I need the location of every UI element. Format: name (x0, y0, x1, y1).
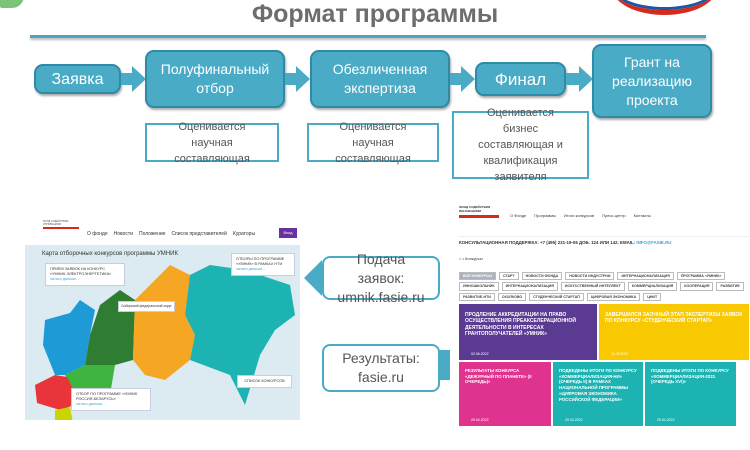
tag-filter-item[interactable]: РАЗВИТИЕ (716, 282, 744, 291)
tag-filter-item[interactable]: КООПЕРАЦИЯ (680, 282, 714, 291)
news-title: ПОДВЕДЕНЫ ИТОГИ ПО КОНКУРСУ «КОММЕРЦИАЛИ… (651, 367, 729, 385)
tag-filter-item[interactable]: СКОЛКОВО (497, 292, 527, 301)
news-card[interactable]: ПОДВЕДЕНЫ ИТОГИ ПО КОНКУРСУ «КОММЕРЦИАЛИ… (645, 361, 736, 426)
step-semifinal: Полуфинальный отбор (145, 50, 285, 108)
news-card[interactable]: РЕЗУЛЬТАТЫ КОНКУРСА «ДЕЖУРНЫЙ ПО ПЛАНЕТЕ… (459, 361, 551, 426)
tag-filter-item[interactable]: ЦИФРОВАЯ ЭКОНОМИКА (586, 292, 641, 301)
step-application: Заявка (34, 64, 121, 94)
arrow-icon (579, 66, 593, 92)
fasie-nav: О Фонде Программы Итоги конкурсов Пресс-… (510, 213, 651, 219)
arrow (285, 73, 297, 85)
news-card[interactable]: ПОДВЕДЕНЫ ИТОГИ ПО КОНКУРСУ «КОММЕРЦИАЛИ… (553, 361, 643, 426)
callout-results: Результаты: fasie.ru (322, 344, 440, 392)
arrow-icon (461, 66, 475, 92)
nav-item[interactable]: Программы (534, 213, 556, 218)
umnik-logo: ФОНД СОДЕЙСТВИЯ ИННОВАЦИЯМ (43, 220, 79, 230)
nav-item[interactable]: О Фонде (510, 213, 527, 218)
desc-review: Оценивается научная составляющая (307, 121, 439, 165)
news-card[interactable]: ПРОДЛЕНИЕ АККРЕДИТАЦИИ НА ПРАВО ОСУЩЕСТВ… (459, 303, 598, 360)
tag-filter-item[interactable]: СТАРТ (498, 272, 519, 281)
news-date: 29.04.2022 (471, 417, 489, 422)
fasie-site-screenshot: ФОНД СОДЕЙСТВИЯ ИННОВАЦИЯМ О Фонде Прогр… (456, 200, 750, 450)
arrow-icon (296, 66, 310, 92)
contest-list-button[interactable]: СПИСОК КОНКУРСОВ (237, 375, 292, 388)
nav-item[interactable]: Итоги конкурсов (563, 213, 595, 218)
nav-item[interactable]: Пресс-центр (602, 213, 626, 218)
desc-final: Оценивается бизнес составляющая и квалиф… (452, 107, 589, 183)
region-central (35, 375, 80, 410)
region-south (55, 407, 73, 420)
arrow-icon (132, 66, 146, 92)
tag-filter-item[interactable]: ВСЕ КОНКУРСЫ (459, 272, 496, 281)
tag-filter-item[interactable]: СТУДЕНЧЕСКИЙ СТАРТАП (529, 292, 584, 301)
news-date: 02.06.2022 (471, 351, 489, 356)
nav-item[interactable]: Контакты (633, 213, 651, 218)
tag-filter-item[interactable]: ИНТЕРНАЦИОНАЛИЗАЦИЯ (617, 272, 674, 281)
tag-filter-item[interactable]: РАЗВИТИЕ-НТИ (459, 292, 495, 301)
desc-semifinal: Оценивается научная составляющая (145, 121, 279, 165)
nav-item[interactable]: О фонде (87, 231, 108, 237)
arrow (121, 73, 133, 85)
region-tooltip: Сибирский федеральный округ (118, 301, 175, 312)
region-far-east (185, 265, 295, 405)
slide-title: Формат программы (251, 0, 499, 28)
tag-filter-item[interactable]: НОВОСТИ ФОНДА (521, 272, 563, 281)
support-line: КОНСУЛЬТАЦИОННАЯ ПОДДЕРЖКА: +7 (495) 231… (459, 236, 749, 245)
breadcrumb[interactable]: ⌂ • Конкурсы (459, 256, 483, 261)
map-title: Карта отборочных конкурсов программы УМН… (42, 251, 178, 257)
tag-filter-item[interactable]: ИСКУССТВЕННЫЙ ИНТЕЛЛЕКТ (560, 282, 625, 291)
title-divider (30, 35, 706, 38)
step-final: Финал (475, 62, 566, 96)
email-link[interactable]: INFO@FASIE.RU (636, 240, 672, 245)
region-siberia (133, 265, 195, 380)
fasie-logo: ФОНД СОДЕЙСТВИЯ ИННОВАЦИЯМ (459, 205, 499, 218)
step-anonymous-review: Обезличенная экспертиза (310, 50, 450, 108)
login-button[interactable]: Вход (279, 228, 297, 238)
tag-filter-item[interactable]: ИННОШКОЛЬНИК (459, 282, 499, 291)
umnik-site-screenshot: ФОНД СОДЕЙСТВИЯ ИННОВАЦИЯМ О фонде Новос… (25, 210, 305, 440)
news-title: РЕЗУЛЬТАТЫ КОНКУРСА «ДЕЖУРНЫЙ ПО ПЛАНЕТЕ… (465, 367, 532, 385)
tag-filter-item[interactable]: ИНТЕРНАЦИОНАЛИЗАЦИЯ (501, 282, 558, 291)
news-date: 29.04.2022 (565, 417, 583, 422)
callout-apply: Подача заявок: umnik.fasie.ru (322, 251, 440, 305)
umnik-nav: О фонде Новости Положение Список предста… (87, 231, 255, 237)
news-title: ПОДВЕДЕНЫ ИТОГИ ПО КОНКУРСУ «КОММЕРЦИАЛИ… (559, 367, 637, 402)
arrow (566, 73, 580, 85)
tag-filter-item[interactable]: ПРОГРАММА «УМНИК» (676, 272, 726, 281)
news-row: РЕЗУЛЬТАТЫ КОНКУРСА «ДЕЖУРНЫЙ ПО ПЛАНЕТЕ… (459, 361, 749, 426)
leaf-logo (0, 0, 24, 8)
tag-filter-item[interactable]: НОВОСТИ ИНДУСТРИИ (565, 272, 615, 281)
callout-arrow-left (304, 260, 322, 296)
tag-filter-item[interactable]: КОММЕРЦИАЛИЗАЦИЯ (627, 282, 678, 291)
nav-item[interactable]: Новости (113, 231, 133, 237)
news-title: ЗАВЕРШИЛСЯ ЗАОЧНЫЙ ЭТАП ЭКСПЕРТИЗЫ ЗАЯВО… (605, 311, 743, 325)
news-card[interactable]: ЗАВЕРШИЛСЯ ЗАОЧНЫЙ ЭТАП ЭКСПЕРТИЗЫ ЗАЯВО… (599, 303, 749, 360)
callout-arrow-right (438, 350, 450, 380)
popup-nti[interactable]: ОТБОРЫ ПО ПРОГРАММЕ «УМНИК» В РАМКАХ НТИ… (231, 253, 295, 276)
nav-item[interactable]: Положение (139, 231, 166, 237)
popup-belarus[interactable]: ОТБОР ПО ПРОГРАММЕ «УМНИК РОССИЯ-БЕЛАРУС… (71, 388, 151, 411)
news-title: ПРОДЛЕНИЕ АККРЕДИТАЦИИ НА ПРАВО ОСУЩЕСТВ… (465, 311, 577, 338)
popup-electro[interactable]: ПРИЁМ ЗАЯВОК НА КОНКУРС «УМНИК-ЭЛЕКТРОЭН… (45, 263, 125, 286)
arrow (450, 73, 462, 85)
news-date: 11.05.2022 (611, 351, 629, 356)
map-panel: Карта отборочных конкурсов программы УМН… (25, 245, 300, 420)
region-northwest (43, 300, 95, 375)
tag-filter-item[interactable]: ЦНИТ (643, 292, 662, 301)
nav-item[interactable]: Список представителей (171, 231, 227, 237)
news-date: 29.04.2022 (657, 417, 675, 422)
nav-item[interactable]: Кураторы (232, 231, 256, 237)
tricolor-emblem (612, 0, 717, 15)
news-row: ПРОДЛЕНИЕ АККРЕДИТАЦИИ НА ПРАВО ОСУЩЕСТВ… (459, 303, 749, 360)
news-grid: ПРОДЛЕНИЕ АККРЕДИТАЦИИ НА ПРАВО ОСУЩЕСТВ… (459, 303, 749, 426)
step-grant: Грант на реализацию проекта (592, 44, 712, 118)
